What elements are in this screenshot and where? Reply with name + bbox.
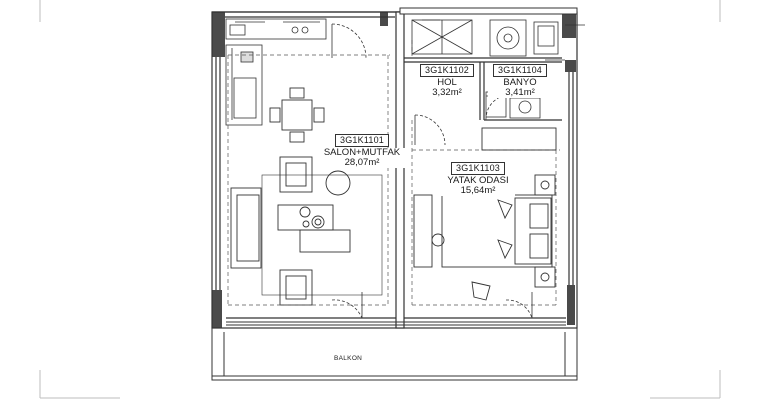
window-sills: [545, 24, 585, 61]
room-label-yatak: 3G1K1103 YATAK ODASI 15,64m²: [441, 159, 515, 196]
sheet-frame: [39, 0, 721, 399]
outer-walls: [212, 12, 576, 328]
room-area-salon: 28,07m²: [316, 157, 408, 168]
room-name-yatak: YATAK ODASI: [441, 175, 515, 186]
room-code-hol: 3G1K1102: [420, 64, 474, 78]
room-label-banyo: 3G1K1104 BANYO 3,41m²: [488, 61, 552, 98]
kitchen-counter: [225, 18, 327, 126]
room-name-hol: HOL: [418, 77, 476, 88]
room-area-banyo: 3,41m²: [488, 87, 552, 98]
room-name-salon: SALON+MUTFAK: [316, 147, 408, 158]
room-code-salon: 3G1K1101: [335, 134, 389, 148]
balcony-label: BALKON: [334, 355, 363, 362]
bath-fixtures: [485, 19, 559, 119]
room-code-banyo: 3G1K1104: [493, 64, 547, 78]
bedroom-furniture: [413, 127, 557, 301]
room-area-yatak: 15,64m²: [441, 185, 515, 196]
wall-lines: [211, 11, 578, 329]
room-label-hol: 3G1K1102 HOL 3,32m²: [418, 61, 476, 98]
room-code-yatak: 3G1K1103: [451, 162, 505, 176]
dining-table: [269, 87, 325, 143]
room-name-banyo: BANYO: [488, 77, 552, 88]
room-label-salon: 3G1K1101 SALON+MUTFAK 28,07m²: [316, 131, 408, 168]
wall-cap: [399, 7, 578, 15]
balcony-outline: [211, 321, 578, 381]
living-furniture: [230, 156, 383, 306]
hol-wardrobe: [411, 19, 473, 55]
room-area-hol: 3,32m²: [418, 87, 476, 98]
